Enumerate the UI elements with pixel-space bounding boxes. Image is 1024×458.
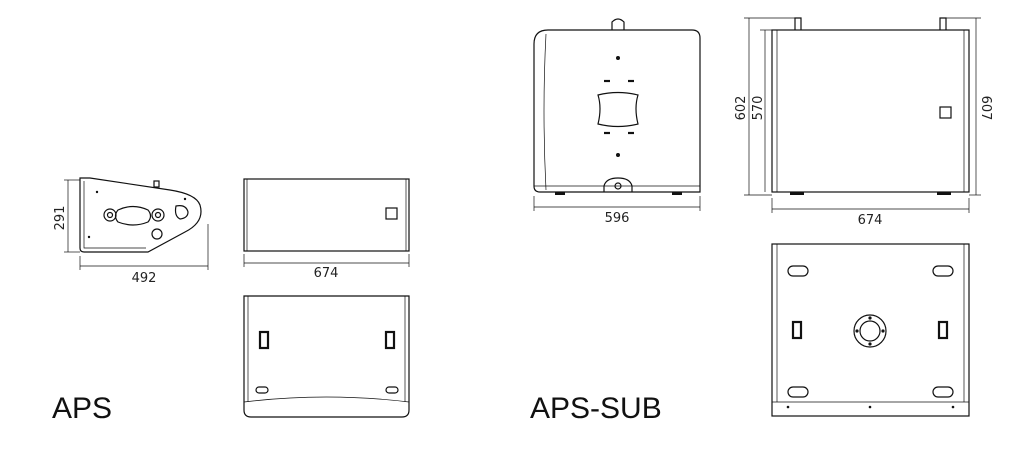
aps-sub-side-depth-label: 596 <box>605 211 630 226</box>
aps-side-height-dimension: 291 <box>53 179 80 253</box>
aps-front-view: 674 <box>243 178 410 281</box>
aps-side-view: 291 492 <box>53 177 209 286</box>
aps-model-label: APS <box>52 392 112 425</box>
aps-side-depth-dimension: 492 <box>79 224 209 286</box>
aps-sub-front-height-inner-label: 570 <box>751 96 766 121</box>
aps-top-view <box>243 295 410 418</box>
aps-sub-front-height-right-label: 607 <box>978 96 993 121</box>
aps-sub-front-view: 602 570 607 674 <box>734 17 993 228</box>
aps-sub-side-view: 596 <box>533 18 701 226</box>
aps-sub-front-width-label: 674 <box>858 213 883 228</box>
aps-side-height-label: 291 <box>53 206 68 231</box>
aps-sub-side-depth-dimension: 596 <box>533 196 701 226</box>
aps-sub-front-height-right-dimension: 607 <box>946 17 993 196</box>
aps-sub-front-height-outer-label: 602 <box>734 96 749 121</box>
aps-front-width-label: 674 <box>314 266 339 281</box>
aps-front-width-dimension: 674 <box>243 254 410 281</box>
aps-sub-front-height-inner-dimension: 570 <box>751 29 772 192</box>
aps-sub-front-width-dimension: 674 <box>771 198 970 228</box>
aps-side-depth-label: 492 <box>132 271 157 286</box>
aps-sub-top-view <box>771 243 970 417</box>
aps-sub-model-label: APS-SUB <box>530 392 662 425</box>
aps-sub-front-height-outer-dimension: 602 <box>734 17 795 196</box>
